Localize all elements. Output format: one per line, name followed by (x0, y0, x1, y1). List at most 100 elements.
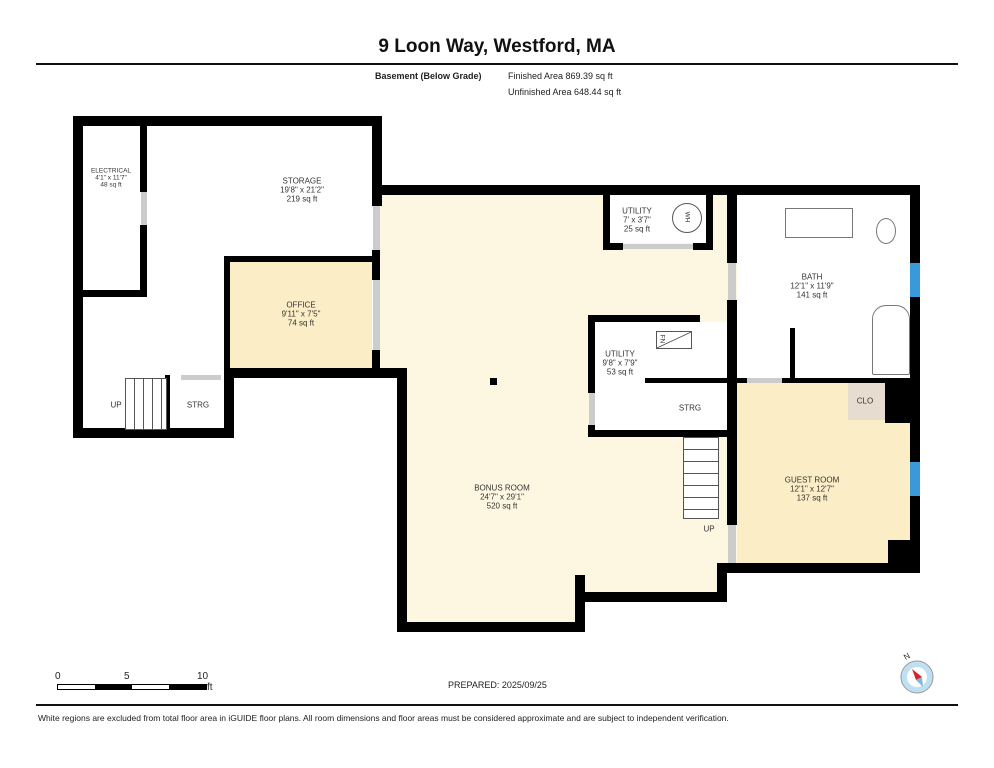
wall (737, 378, 747, 383)
scale-unit: ft (207, 682, 213, 693)
room-area: 25 sq ft (623, 224, 651, 234)
title-rule (36, 63, 958, 65)
wall (888, 540, 910, 565)
wall (73, 428, 234, 438)
wall (575, 575, 585, 632)
wall (727, 195, 737, 263)
closet-fill (848, 383, 885, 420)
room-area: 137 sq ft (796, 493, 828, 503)
furnace (656, 331, 692, 349)
wall (372, 350, 380, 378)
wall (140, 225, 147, 297)
wall (397, 622, 585, 632)
scale-tick-0: 0 (55, 671, 61, 682)
door (728, 263, 736, 300)
wall (790, 328, 795, 380)
room-name: BONUS ROOM (474, 483, 530, 493)
wall (782, 378, 910, 383)
room-area: 53 sq ft (606, 367, 634, 377)
wall (224, 378, 234, 438)
scale-tick-5: 5 (124, 671, 130, 682)
wall (706, 195, 713, 250)
column (490, 378, 497, 385)
footer-disclaimer: White regions are excluded from total fl… (38, 713, 729, 723)
wall (645, 378, 737, 383)
room-dims: 9'8" x 7'9" (602, 358, 638, 368)
label-fn: FN (658, 334, 666, 344)
wall (140, 126, 147, 192)
exterior-cutout (585, 602, 915, 642)
wall (588, 315, 700, 322)
label-clo: CLO (856, 396, 874, 406)
door (373, 206, 380, 250)
wall (380, 185, 920, 195)
wall (588, 315, 595, 393)
room-name: BATH (801, 272, 823, 282)
stairs-right (683, 437, 719, 519)
room-dims: 24'7" x 29'1" (480, 492, 524, 502)
page-title: 9 Loon Way, Westford, MA (378, 36, 616, 57)
room-dims: 4'1" x 11'7" (95, 174, 127, 182)
label-wh: WH (683, 211, 691, 223)
room-area: 48 sq ft (100, 181, 122, 189)
office-fill (230, 262, 372, 368)
bathtub (872, 305, 910, 375)
wall (224, 256, 230, 378)
wall (73, 116, 382, 126)
stairs-left (125, 378, 167, 430)
door (141, 192, 147, 225)
room-name: OFFICE (286, 300, 316, 310)
footer-rule (36, 704, 958, 706)
wall (575, 592, 727, 602)
wall (717, 563, 727, 602)
wall (165, 375, 170, 428)
door (589, 393, 595, 425)
guest-window (910, 462, 920, 496)
door (728, 525, 736, 563)
unfinished-area: Unfinished Area 648.44 sq ft (508, 87, 622, 97)
wall (727, 300, 737, 380)
door (181, 375, 221, 380)
vanity (785, 208, 853, 238)
wall (372, 116, 382, 206)
bath-window (910, 263, 920, 297)
room-name: STORAGE (282, 176, 322, 186)
wall (717, 563, 920, 573)
wall (885, 383, 910, 423)
exterior-cutout (727, 573, 917, 603)
compass-icon (900, 660, 934, 694)
door (373, 280, 380, 350)
room-area: 141 sq ft (796, 290, 828, 300)
label-strg-left: STRG (186, 400, 210, 410)
room-dims: 12'1" x 11'9" (790, 281, 834, 291)
door (747, 378, 782, 383)
room-name: GUEST ROOM (784, 475, 840, 485)
room-name: UTILITY (605, 349, 635, 359)
level-label: Basement (Below Grade) (375, 71, 482, 81)
toilet (876, 218, 896, 244)
wall (83, 290, 147, 297)
room-area: 74 sq ft (287, 318, 315, 328)
door (623, 244, 693, 249)
water-heater (672, 203, 702, 233)
wall (73, 116, 83, 438)
prepared-date: PREPARED: 2025/09/25 (448, 680, 547, 690)
label-up-left: UP (110, 400, 122, 410)
room-dims: 7' x 3'7" (623, 215, 651, 225)
room-area: 219 sq ft (286, 194, 318, 204)
wall (693, 243, 713, 250)
wall (727, 380, 737, 525)
room-name: ELECTRICAL (90, 167, 132, 175)
room-area: 520 sq ft (486, 501, 518, 511)
label-up-right: UP (703, 524, 715, 534)
wall (603, 243, 623, 250)
room-dims: 12'1" x 12'7" (790, 484, 834, 494)
room-name: UTILITY (622, 206, 652, 216)
scale-tick-10: 10 (197, 671, 209, 682)
